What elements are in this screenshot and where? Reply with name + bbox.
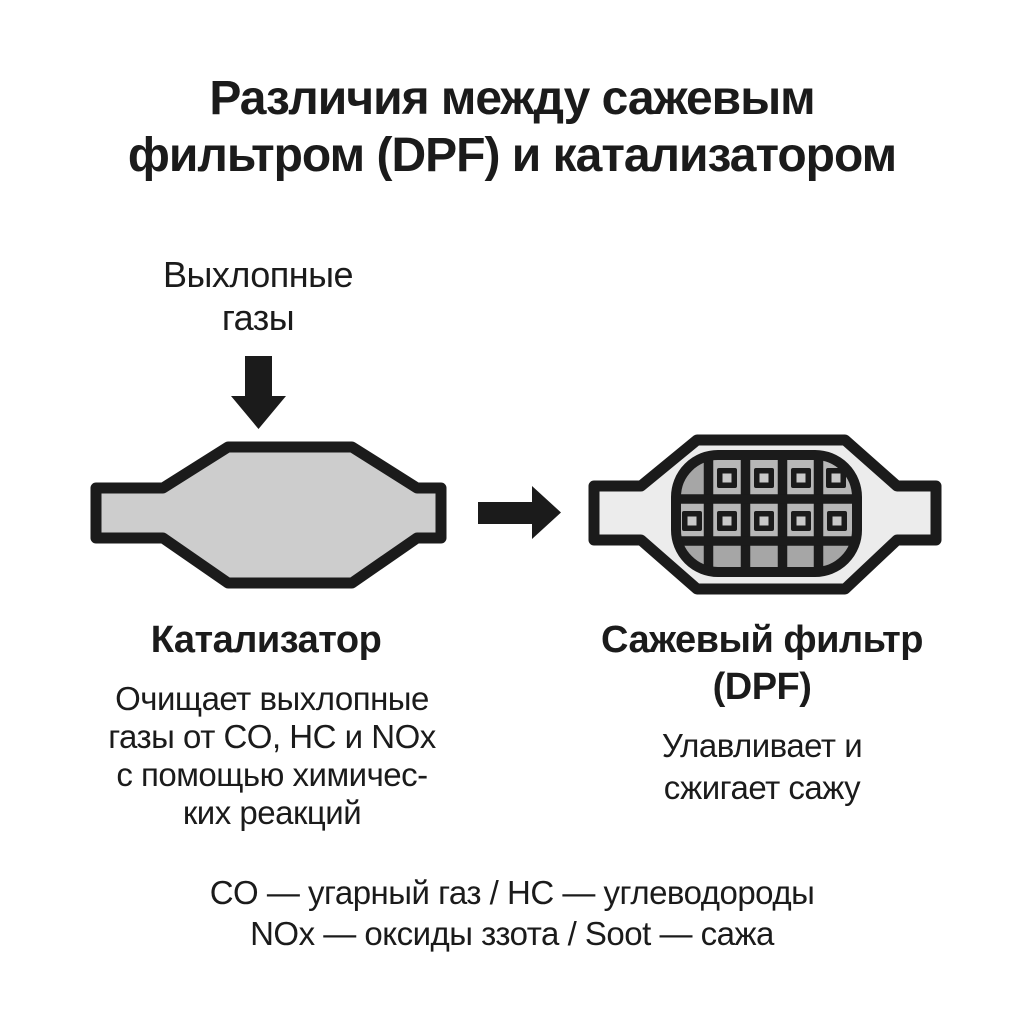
catalyst-description-line1: Очищает выхлопные	[115, 680, 429, 717]
dpf-description-line1: Улавливает и	[661, 727, 863, 764]
page-title: Различия между сажевым фильтром (DPF) и …	[0, 70, 1024, 184]
exhaust-down-arrow-icon	[231, 356, 286, 429]
abbreviation-legend: CO — угарный газ / HC — углеводороды NOx…	[0, 872, 1024, 954]
catalyst-description-line2: газы от CO, HC и NOx	[108, 718, 436, 755]
filter-cell-squares-row2	[682, 511, 847, 531]
catalyst-heading: Катализатор	[150, 619, 382, 661]
dpf-heading: Сажевый фильтр (DPF)	[522, 617, 1002, 711]
dpf-heading-line1: Сажевый фильтр	[601, 619, 923, 661]
exhaust-gases-label: Выхлопные газы	[8, 253, 508, 339]
catalytic-converter-shape	[90, 441, 447, 589]
dpf-filter-cells	[676, 455, 857, 572]
catalyst-description-line3: с помощью химичес-	[116, 756, 428, 793]
legend-line1: CO — угарный газ / HC — углеводороды	[209, 874, 815, 911]
catalyst-description-line4: ких реакций	[182, 794, 362, 831]
dpf-heading-line2: (DPF)	[712, 666, 812, 708]
flow-right-arrow-icon	[478, 486, 561, 539]
legend-line2: NOx — оксиды ззота / Soot — сажа	[250, 915, 774, 952]
filter-cell-squares-row1	[717, 468, 846, 488]
dpf-filter-capsule-outline	[671, 450, 862, 577]
catalyst-description: Очищает выхлопные газы от CO, HC и NOx с…	[22, 680, 522, 832]
page-title-line2: фильтром (DPF) и катализатором	[127, 129, 897, 182]
exhaust-gases-label-line2: газы	[221, 297, 295, 338]
exhaust-gases-label-line1: Выхлопные	[162, 254, 354, 295]
page-title-line1: Различия между сажевым	[209, 72, 815, 125]
dpf-description-line2: сжигает сажу	[663, 769, 861, 806]
filter-grid-lines	[676, 455, 857, 572]
dpf-description: Улавливает и сжигает сажу	[542, 725, 982, 809]
dpf-filter-core	[671, 450, 862, 577]
